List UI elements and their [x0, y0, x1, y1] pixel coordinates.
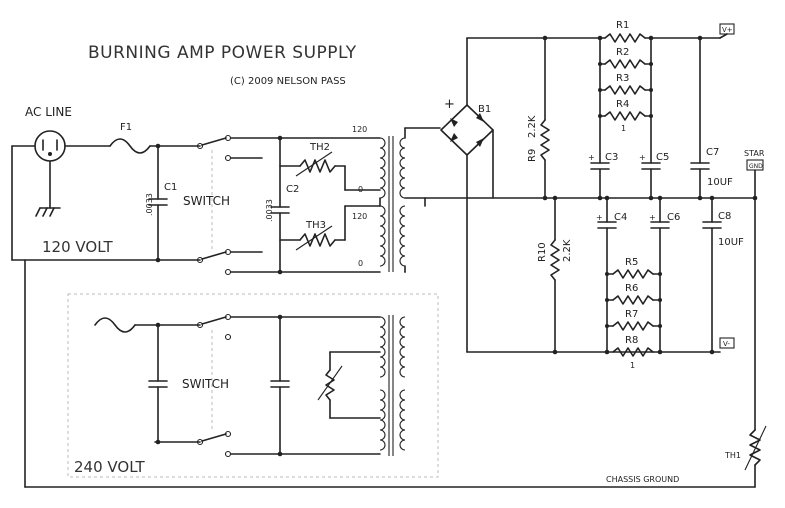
r7-label: R7: [625, 309, 638, 320]
r8-value: 1: [630, 361, 635, 370]
c8-label: C8: [718, 211, 731, 222]
c8-value: 10UF: [718, 237, 744, 248]
c2-240-capacitor: [270, 380, 290, 388]
switch-top-120[interactable]: [196, 134, 232, 162]
switch-bottom-240[interactable]: [196, 430, 232, 458]
c5-plus: +: [639, 153, 646, 162]
r9-resistor: [540, 119, 550, 161]
bridge-plus: +: [444, 97, 455, 112]
c7-value: 10UF: [707, 177, 733, 188]
transformer-240: [379, 315, 406, 456]
section-120-volt: 120 VOLT: [42, 238, 113, 256]
r4-label: R4: [616, 99, 629, 110]
vminus-terminal: [719, 337, 735, 349]
r10-label: R10: [537, 242, 548, 262]
th3-label: TH3: [305, 220, 326, 231]
fuse-240-icon: [94, 317, 136, 333]
switch-label-120: SWITCH: [183, 194, 230, 208]
r6-resistor: [612, 295, 654, 305]
tap-120-a: 120: [352, 125, 367, 134]
switch-bottom-120[interactable]: [196, 248, 232, 276]
section-240-box: [67, 293, 439, 478]
th3-thermistor: [295, 225, 336, 251]
r10-value: 2.2K: [562, 239, 573, 262]
ac-plug-icon: [34, 130, 66, 162]
r5-label: R5: [625, 257, 638, 268]
c1-240-capacitor: [148, 380, 168, 388]
c2-label: C2: [286, 184, 299, 195]
section-240-volt: 240 VOLT: [74, 458, 145, 476]
switch-top-240[interactable]: [196, 313, 232, 341]
r3-label: R3: [616, 73, 629, 84]
c6-label: C6: [667, 212, 680, 223]
vplus-label: V+: [722, 26, 733, 34]
c6-plus: +: [649, 213, 656, 222]
c1-label: C1: [164, 182, 177, 193]
c3-capacitor: [590, 162, 610, 170]
r4-resistor: [604, 111, 646, 121]
c5-label: C5: [656, 152, 669, 163]
c4-plus: +: [596, 213, 603, 222]
vminus-label: V-: [723, 340, 730, 348]
gnd-label: GND: [749, 163, 763, 170]
fuse-label: F1: [120, 122, 132, 133]
transformer-120: [379, 136, 406, 272]
c8-capacitor: [702, 221, 722, 229]
r9-value: 2.2K: [527, 115, 538, 138]
r5-resistor: [612, 269, 654, 279]
copyright: (C) 2009 NELSON PASS: [230, 76, 346, 87]
earth-ground-icon: [35, 207, 61, 217]
star-label: STAR: [744, 149, 765, 158]
tap-0-a: 0: [358, 185, 363, 194]
fuse-icon: [109, 138, 151, 154]
r3-resistor: [604, 85, 646, 95]
r7-resistor: [612, 321, 654, 331]
ac-line-label: AC LINE: [25, 105, 72, 119]
r10-resistor: [550, 239, 560, 281]
tap-0-b: 0: [358, 259, 363, 268]
th1-thermistor: [744, 425, 767, 471]
r1-resistor: [604, 33, 646, 43]
r2-label: R2: [616, 47, 629, 58]
bridge-label: B1: [478, 104, 491, 115]
c4-label: C4: [614, 212, 627, 223]
c7-capacitor: [690, 162, 710, 170]
th2-thermistor: [295, 151, 336, 177]
th2-label: TH2: [309, 142, 330, 153]
c5-capacitor: [641, 162, 661, 170]
r2-resistor: [604, 59, 646, 69]
th1-label: TH1: [724, 451, 741, 460]
th-240-thermistor: [317, 365, 343, 401]
c7-label: C7: [706, 147, 719, 158]
chassis-ground-label: CHASSIS GROUND: [606, 475, 679, 484]
c3-plus: +: [588, 153, 595, 162]
tap-120-b: 120: [352, 212, 367, 221]
r9-label: R9: [527, 149, 538, 162]
switch-label-240: SWITCH: [182, 377, 229, 391]
diagram-title: BURNING AMP POWER SUPPLY: [88, 43, 357, 63]
c2-value: .0033: [265, 199, 274, 222]
r8-label: R8: [625, 335, 638, 346]
c1-value: .0033: [145, 193, 154, 216]
r1-label: R1: [616, 20, 629, 31]
r6-label: R6: [625, 283, 638, 294]
c3-label: C3: [605, 152, 618, 163]
r4-value: 1: [621, 124, 626, 133]
